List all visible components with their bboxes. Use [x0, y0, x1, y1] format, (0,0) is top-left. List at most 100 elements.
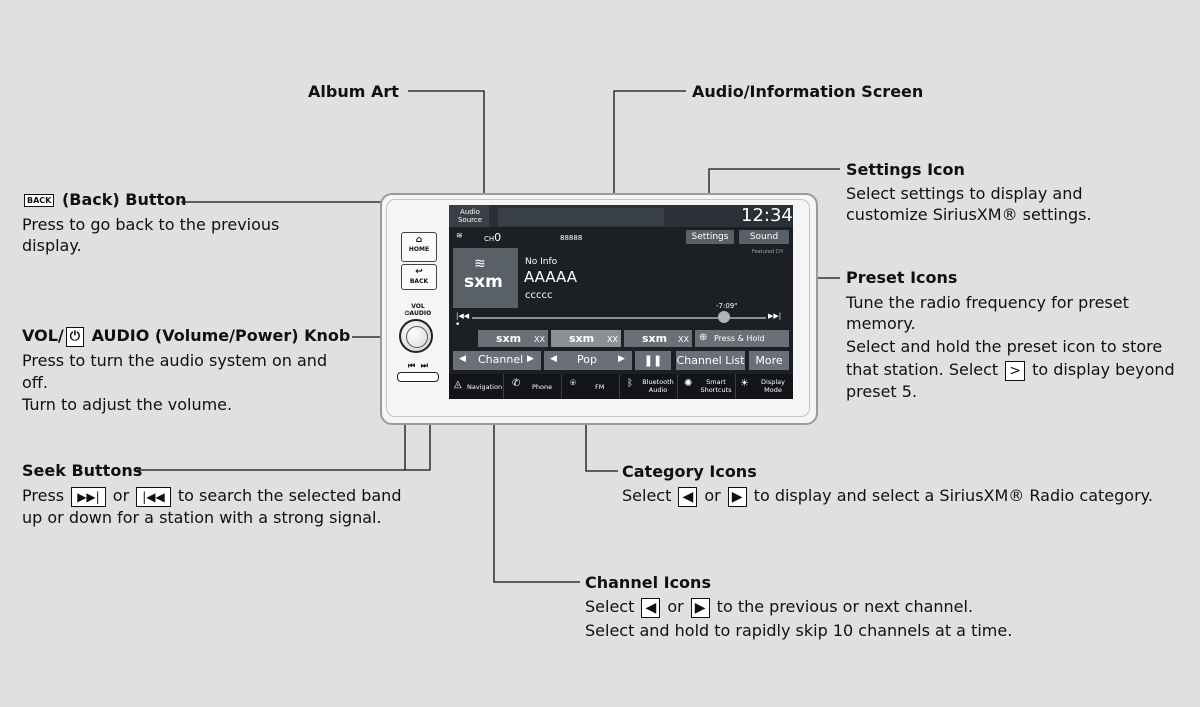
- preset-1-logo: sxm: [496, 332, 522, 345]
- nav-phone-label: Phone: [532, 383, 553, 391]
- preset-2[interactable]: sxm XX: [551, 330, 621, 347]
- vol-knob-title: VOL/⏻ AUDIO (Volume/Power) Knob: [22, 326, 351, 347]
- nav-navigation[interactable]: ◬ Navigation: [449, 374, 504, 399]
- display-mode-icon: ☀: [740, 378, 749, 389]
- preset-3-logo: sxm: [642, 332, 668, 345]
- nav-fm[interactable]: ⍟ FM: [562, 374, 620, 399]
- seek-icons: ⏮ ⏭: [397, 361, 439, 371]
- preset-2-logo: sxm: [569, 332, 595, 345]
- nav-smart-shortcuts[interactable]: ✺ Smart Shortcuts: [678, 374, 736, 399]
- power-icon: ⏻: [404, 310, 410, 317]
- category-next-icon: ▶: [618, 354, 625, 364]
- head-unit-inner-bezel: [386, 199, 810, 417]
- category-left-key-icon: ◀: [678, 486, 698, 507]
- nav-display-mode[interactable]: ☀ Display Mode: [736, 374, 793, 399]
- channel-next-icon: ▶: [527, 354, 534, 364]
- back-button-desc-2: display.: [22, 236, 82, 255]
- category-right-key-icon: ▶: [727, 486, 747, 507]
- nav-display-mode-label: Display Mode: [761, 378, 785, 394]
- category-prev-icon: ◀: [550, 354, 557, 364]
- preset-3[interactable]: sxm XX: [624, 330, 692, 347]
- album-art-title: Album Art: [308, 82, 399, 101]
- channel-icons-desc-2: Select and hold to rapidly skip 10 chann…: [585, 621, 1013, 640]
- no-info-label: No Info: [525, 257, 558, 267]
- screen-title-area: [498, 208, 664, 226]
- nav-phone[interactable]: ✆ Phone: [504, 374, 562, 399]
- vol-knob-desc-2: off.: [22, 373, 48, 392]
- preset-icons-title: Preset Icons: [846, 268, 958, 287]
- seek-prev-icon: ⏮: [408, 361, 416, 370]
- home-button[interactable]: ⌂ HOME: [401, 232, 437, 262]
- channel-list-button[interactable]: Channel List: [676, 351, 745, 370]
- more-button[interactable]: More: [749, 351, 789, 370]
- skip-forward-icon: ▶▶|: [768, 312, 782, 320]
- category-icons-title: Category Icons: [622, 462, 757, 481]
- navigation-icon: ◬: [454, 379, 462, 390]
- seek-down-key-icon: |◀◀: [136, 486, 171, 507]
- settings-icon-desc-2: customize SiriusXM® settings.: [846, 205, 1092, 224]
- pause-button[interactable]: ❚❚: [635, 351, 671, 370]
- vol-knob-desc-3: Turn to adjust the volume.: [22, 395, 233, 414]
- channel-icons-title: Channel Icons: [585, 573, 711, 592]
- nav-navigation-label: Navigation: [467, 383, 503, 391]
- skip-back-icon: |◀◀: [456, 312, 470, 320]
- preset-2-ch: XX: [607, 335, 618, 344]
- vol-knob-desc-1: Press to turn the audio system on and: [22, 351, 328, 370]
- channel-name: 88888: [560, 234, 583, 242]
- sound-button[interactable]: Sound: [739, 230, 789, 244]
- channel-right-key-icon: ▶: [690, 597, 710, 618]
- nav-smart-shortcuts-label: Smart Shortcuts: [700, 378, 732, 394]
- seek-buttons-title: Seek Buttons: [22, 461, 143, 480]
- home-button-label: HOME: [408, 246, 430, 253]
- back-button-title: BACK (Back) Button: [22, 190, 187, 209]
- audio-source-tab[interactable]: [449, 205, 489, 227]
- phone-icon: ✆: [512, 378, 521, 389]
- time-remaining: -7:09": [716, 302, 738, 310]
- preset-1[interactable]: sxm XX: [478, 330, 548, 347]
- category-label: Pop: [577, 353, 597, 366]
- shortcuts-icon: ✺: [684, 378, 693, 389]
- back-arrow-icon: ↩: [415, 267, 423, 277]
- channel-prev-icon: ◀: [459, 354, 466, 364]
- back-button-desc-1: Press to go back to the previous: [22, 215, 280, 234]
- nav-bluetooth[interactable]: ᛒ Bluetooth Audio: [620, 374, 678, 399]
- bluetooth-icon: ᛒ: [627, 378, 633, 389]
- channel-left-key-icon: ◀: [641, 597, 661, 618]
- progress-knob[interactable]: [718, 311, 730, 323]
- song-title: ccccc: [525, 290, 553, 301]
- pause-icon: ❚❚: [643, 354, 663, 367]
- preset-3-ch: XX: [678, 335, 689, 344]
- preset-1-ch: XX: [534, 335, 545, 344]
- category-icons-desc: Select ◀ or ▶ to display and select a Si…: [622, 486, 1153, 507]
- preset-icons-desc-4: that station. Select > to display beyond: [846, 360, 1175, 381]
- dot-indicator: •: [455, 320, 461, 330]
- seek-buttons[interactable]: [397, 372, 439, 382]
- back-button[interactable]: ↩ BACK: [401, 264, 437, 290]
- add-icon: ⊕: [699, 332, 708, 343]
- channel-number: CH0: [484, 231, 502, 244]
- audio-info-screen-title: Audio/Information Screen: [692, 82, 924, 101]
- nav-fm-label: FM: [595, 383, 605, 391]
- seek-buttons-desc-2: up or down for a station with a strong s…: [22, 508, 382, 527]
- preset-press-hold[interactable]: ⊕ Press & Hold: [695, 330, 789, 347]
- press-hold-label: Press & Hold: [714, 334, 765, 343]
- preset-icons-desc-2: memory.: [846, 314, 916, 333]
- preset-icons-desc-5: preset 5.: [846, 382, 918, 401]
- power-key-icon: ⏻: [65, 326, 85, 347]
- category-selector[interactable]: ◀ Pop ▶: [544, 351, 632, 370]
- seek-buttons-desc-1: Press ▶▶| or |◀◀ to search the selected …: [22, 486, 402, 507]
- featured-ch-label: Featured CH: [752, 249, 783, 255]
- seek-up-key-icon: ▶▶|: [71, 486, 106, 507]
- volume-power-knob[interactable]: [399, 319, 433, 353]
- settings-button[interactable]: Settings: [686, 230, 734, 244]
- signal-icon: ≋: [456, 231, 463, 240]
- home-icon: ⌂: [415, 235, 423, 245]
- preset-icons-desc-1: Tune the radio frequency for preset: [846, 293, 1129, 312]
- album-art-logo: sxm: [464, 272, 503, 292]
- nav-bluetooth-label: Bluetooth Audio: [642, 378, 674, 394]
- progress-track: [472, 317, 766, 319]
- audio-source-label: Audio Source: [457, 208, 483, 224]
- vol-label: VOL ⏻AUDIO: [404, 303, 432, 317]
- artist-name: AAAAA: [524, 268, 577, 286]
- channel-selector[interactable]: ◀ Channel ▶: [453, 351, 541, 370]
